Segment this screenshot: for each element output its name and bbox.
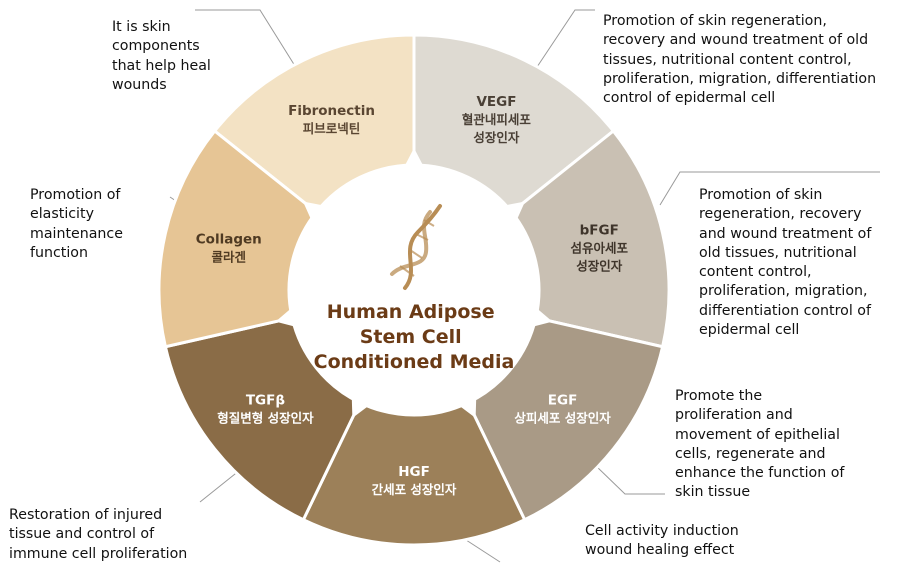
segment-name-fibronectin: Fibronectin — [288, 103, 375, 119]
segment-sub-fibronectin: 피브로넥틴 — [303, 121, 361, 136]
segment-vegf — [412, 33, 616, 215]
segment-sub-bfgf: 섬유아세포 — [570, 241, 628, 256]
dna-rung-2 — [409, 249, 423, 259]
center-title-line-2: Stem Cell — [360, 326, 462, 348]
annotation-hgf: Cell activity induction wound healing ef… — [585, 523, 739, 559]
annotation-vegf: Promotion of skin regeneration, recovery… — [603, 13, 877, 107]
segment-label-hgf: HGF 간세포 성장인자 — [372, 464, 457, 497]
segment-name-collagen: Collagen — [196, 232, 262, 248]
factor-ring — [157, 33, 671, 547]
center-disc — [275, 148, 553, 418]
leader-line-hgf — [462, 537, 501, 563]
segment-name-egf: EGF — [548, 392, 578, 408]
dna-rung-3 — [415, 233, 429, 241]
leader-line-bfgf — [659, 171, 880, 206]
center-title: Human Adipose Stem Cell Conditioned Medi… — [314, 301, 515, 373]
segment-sub-bfgf: 성장인자 — [576, 259, 623, 274]
annotation-collagen: Promotion of elasticity maintenance func… — [30, 187, 123, 261]
segment-fibronectin — [212, 33, 416, 215]
segment-name-hgf: HGF — [398, 464, 430, 480]
segment-name-bfgf: bFGF — [580, 223, 619, 239]
leader-line-egf — [594, 464, 665, 495]
center-title-line-3: Conditioned Media — [314, 351, 515, 373]
segment-sub-egf: 상피세포 성장인자 — [514, 410, 611, 425]
segment-collagen — [157, 128, 319, 349]
segment-tgfb — [163, 316, 362, 522]
leader-line-vegf — [534, 9, 595, 71]
segment-bfgf — [509, 128, 671, 349]
annotation-fibronectin: It is skin components that help heal wou… — [112, 19, 211, 93]
segment-name-tgfb: TGFβ — [246, 392, 286, 408]
leader-lines — [169, 9, 880, 563]
segment-name-vegf: VEGF — [476, 94, 516, 110]
dna-rung-4 — [423, 219, 435, 227]
center-title-line-1: Human Adipose — [327, 301, 495, 323]
segment-label-egf: EGF 상피세포 성장인자 — [514, 392, 611, 425]
annotation-bfgf: Promotion of skin regeneration, recovery… — [699, 187, 872, 339]
leader-line-tgfb — [199, 469, 241, 503]
segment-label-tgfb: TGFβ 형질변형 성장인자 — [217, 392, 314, 425]
segment-hgf — [301, 400, 527, 547]
dna-strand-2 — [390, 210, 432, 276]
segment-sub-hgf: 간세포 성장인자 — [372, 482, 457, 497]
annotation-tgfb: Restoration of injured tissue and contro… — [9, 507, 188, 562]
segment-label-fibronectin: Fibronectin 피브로넥틴 — [288, 103, 375, 136]
segment-sub-vegf: 성장인자 — [473, 130, 520, 145]
segment-sub-tgfb: 형질변형 성장인자 — [217, 410, 314, 425]
segment-sub-vegf: 혈관내피세포 — [462, 112, 532, 127]
dna-helix-icon — [390, 204, 442, 290]
dna-rung-1 — [399, 265, 415, 277]
leader-line-fibronectin — [195, 9, 306, 83]
annotation-egf: Promote the proliferation and movement o… — [675, 388, 845, 501]
segment-sub-collagen: 콜라겐 — [212, 250, 247, 265]
segment-label-collagen: Collagen 콜라겐 — [196, 232, 262, 265]
segment-egf — [466, 316, 665, 522]
